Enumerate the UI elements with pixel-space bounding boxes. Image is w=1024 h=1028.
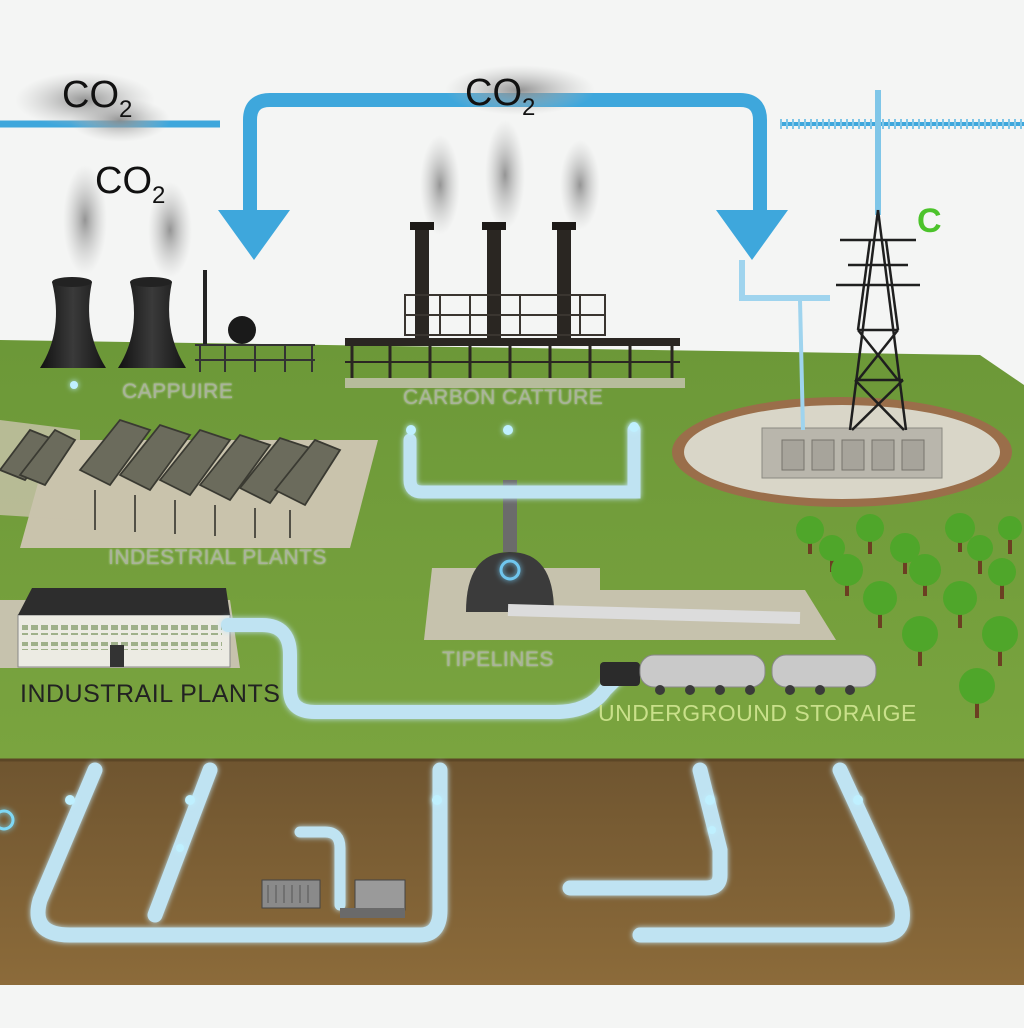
tree-grove — [796, 513, 1022, 718]
tanker-train — [600, 654, 877, 695]
tree-icon — [890, 533, 920, 574]
smoke-plumes — [15, 65, 600, 278]
label-capture: CAPPUIRE — [122, 380, 234, 403]
label-industrial-plants-top: INDESTRIAL PLANTS — [108, 546, 327, 569]
storage-site — [672, 299, 1012, 507]
label-industrial-plants-bottom: INDUSTRAIL PLANTS — [20, 680, 281, 708]
cooling-towers — [40, 270, 315, 372]
tree-icon — [982, 616, 1018, 666]
tree-icon — [831, 554, 863, 596]
tree-icon — [902, 616, 938, 666]
underground-section — [0, 760, 1024, 985]
carbon-capture-plant — [345, 222, 685, 388]
label-pipelines: TIPELINES — [442, 648, 554, 671]
tree-icon — [967, 535, 993, 574]
tree-icon — [909, 554, 941, 596]
underground-pipes — [30, 762, 910, 943]
tree-icon — [943, 581, 977, 628]
co2-label: CO2 — [95, 160, 166, 209]
flow-markers — [0, 381, 863, 852]
transmission-tower — [836, 209, 920, 431]
tree-icon — [998, 516, 1022, 554]
tree-icon — [988, 558, 1016, 599]
underground-equipment — [261, 879, 406, 918]
co2-label: CO2 — [465, 72, 536, 121]
down-arrow-icon — [716, 210, 788, 260]
tree-icon — [856, 514, 884, 554]
eco-logo-icon: C — [917, 202, 942, 240]
label-carbon-capture: CARBON CATTURE — [403, 386, 604, 409]
tree-icon — [796, 516, 824, 554]
tree-icon — [959, 668, 995, 718]
surface-pipes — [221, 423, 641, 719]
industrial-building — [0, 588, 240, 668]
tree-icon — [945, 513, 975, 552]
down-arrow-icon — [218, 210, 290, 260]
co2-label: CO2 — [62, 74, 133, 123]
industrial-array — [0, 418, 378, 548]
tree-icon — [863, 581, 897, 628]
label-underground-storage: UNDERGROUND STORAIGE — [598, 700, 917, 726]
